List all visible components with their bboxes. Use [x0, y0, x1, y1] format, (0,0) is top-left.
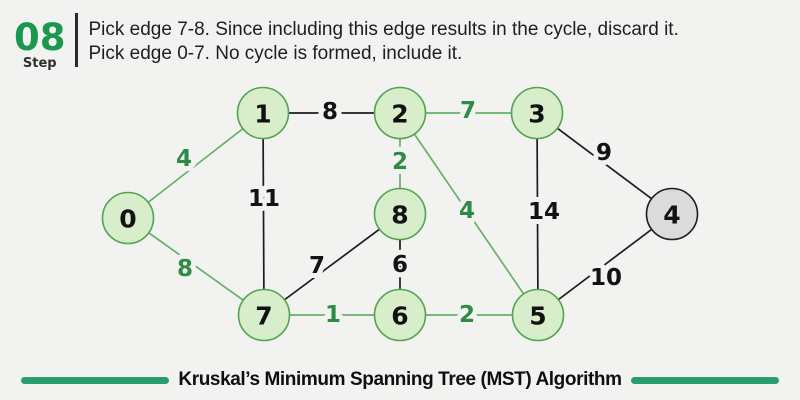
graph-node-label-5: 5	[529, 302, 546, 331]
edge-weight-1-7: 11	[248, 186, 280, 212]
edge-weight-6-8: 6	[392, 252, 408, 278]
graph-node-8	[373, 187, 427, 241]
vertical-divider	[74, 13, 78, 67]
graph-node-6	[373, 288, 427, 342]
graph-node-4	[645, 187, 699, 241]
edge-line-4-5	[537, 213, 673, 316]
edge-weight-0-7: 8	[177, 256, 193, 282]
step-number: 08	[14, 16, 66, 59]
edge-line-7-8	[263, 213, 401, 316]
edge-line-1-7	[262, 112, 265, 316]
step-description: Pick edge 7-8. Since including this edge…	[89, 10, 679, 65]
graph-node-label-0: 0	[119, 205, 136, 234]
description-line-2: Pick edge 0-7. No cycle is formed, inclu…	[88, 42, 463, 64]
edge-line-3-5	[536, 112, 539, 316]
graph-node-label-8: 8	[391, 201, 408, 230]
edge-line-2-5	[399, 112, 539, 316]
graph-node-label-7: 7	[255, 302, 272, 331]
graph-node-3	[510, 86, 564, 140]
graph-node-1	[236, 86, 290, 140]
edge-weight-3-5: 14	[528, 199, 560, 225]
header: 08 Step Pick edge 7-8. Since including t…	[14, 10, 679, 71]
footer: Kruskal’s Minimum Spanning Tree (MST) Al…	[0, 369, 800, 391]
graph-node-5	[511, 288, 565, 342]
edge-weight-2-8: 2	[392, 149, 408, 175]
graph-node-label-4: 4	[663, 201, 680, 230]
graph-node-label-6: 6	[391, 302, 408, 331]
edge-line-0-7	[127, 217, 265, 316]
edge-line-3-4	[536, 112, 673, 215]
edge-weight-6-7: 1	[325, 302, 341, 328]
edge-weight-2-5: 4	[459, 198, 475, 224]
edge-weight-7-8: 7	[309, 253, 325, 279]
step-badge: 08 Step	[14, 19, 66, 71]
footer-left-rule	[21, 376, 170, 384]
footer-title: Kruskal’s Minimum Spanning Tree (MST) Al…	[178, 369, 622, 390]
edge-weight-0-1: 4	[176, 146, 192, 172]
footer-right-rule	[630, 376, 779, 384]
graph-node-0	[101, 191, 155, 245]
description-line-1: Pick edge 7-8. Since including this edge…	[88, 19, 679, 40]
edge-weight-1-2: 8	[322, 99, 338, 125]
edge-weight-3-4: 9	[596, 140, 612, 166]
graph-node-2	[373, 86, 427, 140]
graph-node-label-2: 2	[391, 100, 408, 129]
graph-node-label-3: 3	[528, 100, 545, 129]
graph-node-7	[237, 288, 291, 342]
edge-line-0-1	[127, 112, 264, 219]
edge-weight-5-6: 2	[459, 302, 475, 328]
edge-weight-4-5: 10	[590, 265, 622, 291]
step-label: Step	[22, 56, 57, 71]
graph-node-label-1: 1	[254, 100, 271, 129]
edge-weight-2-3: 7	[460, 98, 476, 124]
